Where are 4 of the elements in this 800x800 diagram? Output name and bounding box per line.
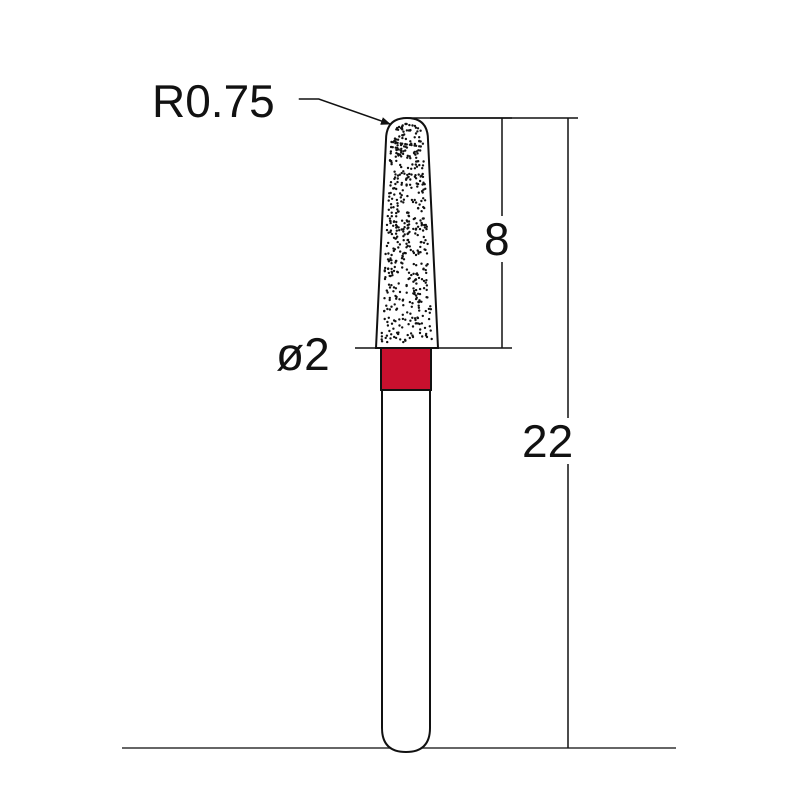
dimension-label: 22: [522, 418, 574, 464]
dimension-label: 8: [484, 216, 510, 262]
diamond-coated-head: [375, 117, 439, 349]
leader-line: [298, 98, 391, 125]
